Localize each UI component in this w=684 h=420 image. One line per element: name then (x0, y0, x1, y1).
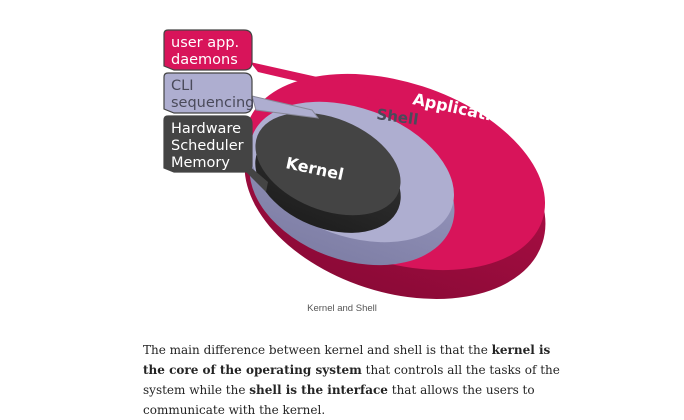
shell-layer-label: Shell (375, 105, 419, 129)
application-callout-text: user app. daemons (171, 35, 244, 68)
paragraph-text: that controls all the tasks of the syste… (143, 363, 560, 397)
paragraph-text: The main difference between kernel and s… (143, 343, 492, 357)
body-paragraph: The main difference between kernel and s… (143, 340, 563, 420)
shell-callout-pointer (251, 95, 320, 119)
kernel-callout-text: Hardware Scheduler Memory (171, 121, 248, 171)
application-callout-pointer (250, 62, 384, 100)
kernel-disc-top (255, 112, 401, 216)
diagram-canvas: user app. daemons CLI sequencing Hardwar… (163, 29, 546, 299)
kernel-callout-box (163, 115, 253, 173)
kernel-layer (255, 112, 401, 233)
paragraph-bold-text: kernel is the core of the operating syst… (143, 343, 551, 377)
application-callout-box (163, 29, 253, 71)
paragraph-bold-text: shell is the interface (249, 383, 388, 397)
kernel-shell-diagram: user app. daemons CLI sequencing Hardwar… (163, 29, 546, 299)
shell-callout-box (163, 72, 253, 114)
figure-caption: Kernel and Shell (307, 303, 377, 314)
paragraph-text: that allows the users to communicate wit… (143, 383, 535, 417)
shell-callout-text: CLI sequencing (171, 78, 254, 111)
